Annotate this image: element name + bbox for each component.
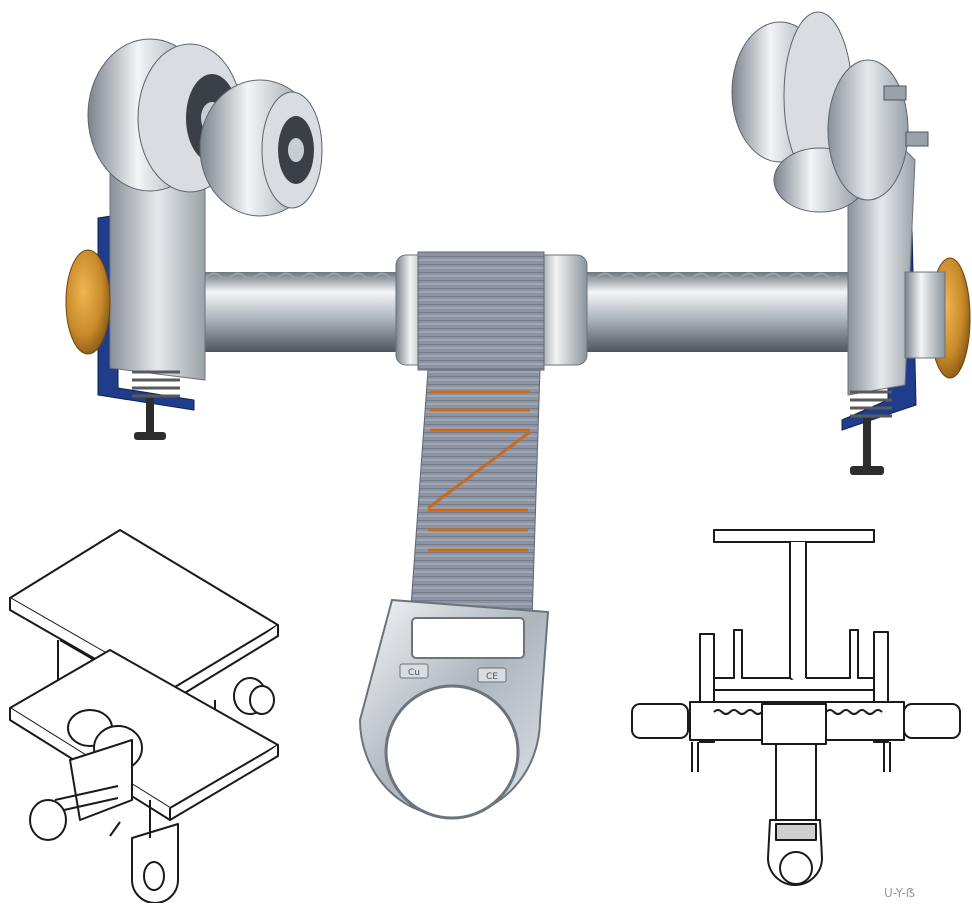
isometric-beam-trolley-drawing-icon xyxy=(9,529,279,904)
webbing-strap xyxy=(409,251,545,621)
trolley-photo: Cu CE xyxy=(65,11,971,820)
ring-stamp-left: Cu xyxy=(408,668,420,678)
front-view-beam-trolley-drawing-icon xyxy=(631,529,961,886)
watermark-text: U-Y-ẞ xyxy=(884,886,916,900)
right-trolley-assembly xyxy=(731,11,971,475)
d-ring: Cu CE xyxy=(358,598,550,820)
left-trolley-assembly xyxy=(65,38,323,440)
ring-stamp-right: CE xyxy=(486,672,498,682)
